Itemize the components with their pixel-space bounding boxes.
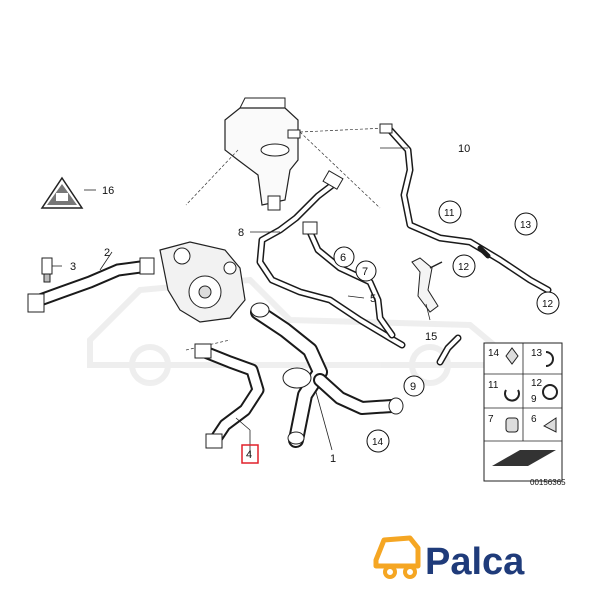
palca-logo-text: Palca [425,541,525,583]
holder-6-icon [543,417,557,433]
hose-10 [379,123,552,294]
callout-16: 16 [102,185,114,197]
clip-11-icon [504,389,520,402]
callout-12-upper: 12 [458,262,470,273]
expansion-tank [224,97,301,211]
legend-label-14: 14 [488,348,500,359]
legend-label-12: 12 [531,378,543,389]
bracket-15 [411,257,443,313]
callout-15: 15 [425,331,437,343]
grommet-7-icon [505,417,519,433]
sensor-3 [41,257,53,283]
mounting-plate-icon [492,450,556,466]
callout-4: 4 [246,449,252,461]
hose-4 [194,343,265,449]
callout-7: 7 [362,266,368,278]
callout-10: 10 [458,143,470,155]
callout-3: 3 [70,261,76,273]
callout-9: 9 [410,381,416,393]
clip-13-icon [545,351,554,367]
legend-label-9: 9 [531,394,537,405]
warning-symbol-16 [40,176,84,209]
callout-11: 11 [444,208,455,219]
diagram-number: 00156365 [530,478,566,487]
clamp-12-icon [542,384,558,400]
callout-14: 14 [372,437,384,448]
palca-logo: Palca [373,535,525,583]
callout-1: 1 [330,453,336,465]
car-logo-icon [373,535,421,569]
water-pump [159,241,246,323]
small-parts-legend: 14 13 11 12 9 7 6 [483,342,563,482]
legend-label-6: 6 [531,414,537,425]
clamp-14-icon [505,347,519,365]
hose-8 [256,170,406,349]
hose-2 [27,257,155,313]
callout-6: 6 [340,252,346,264]
hose-1 [250,302,404,448]
callout-2: 2 [104,247,110,259]
legend-label-11: 11 [488,380,499,391]
callout-12-lower: 12 [542,299,554,310]
legend-label-7: 7 [488,414,494,425]
legend-label-13: 13 [531,348,543,359]
callout-5: 5 [370,293,376,305]
callout-13: 13 [520,220,532,231]
callout-8: 8 [238,227,244,239]
hose-5 [302,221,396,339]
callout-4-highlight [241,444,259,464]
hose-9 [436,334,462,366]
callouts: 16 2 3 4 1 8 10 5 6 7 15 9 11 12 13 12 1… [70,143,560,465]
